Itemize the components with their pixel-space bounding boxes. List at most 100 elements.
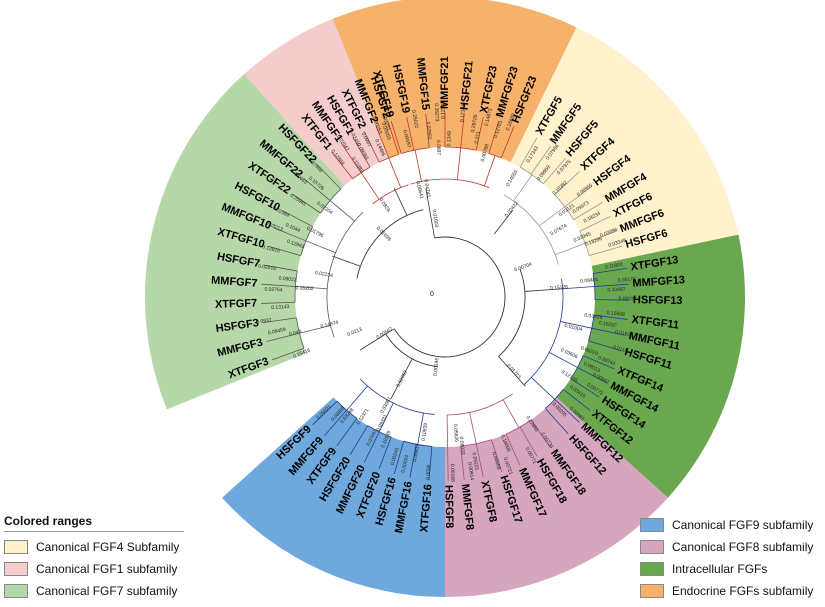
branch-line xyxy=(543,157,567,185)
branch-length-label: 0.12193 xyxy=(441,101,447,119)
branch-length-label: 0.14873 xyxy=(484,108,494,127)
branch-length-label: 0.12163 xyxy=(459,104,467,123)
branch-length-label: 0.03429 xyxy=(584,313,603,321)
branch-line xyxy=(519,137,538,168)
branch-line xyxy=(409,444,417,478)
branch-length-label: 0.08401 xyxy=(580,277,599,285)
branch-line xyxy=(493,210,514,235)
branch-arc xyxy=(326,211,364,338)
branch-line xyxy=(538,206,566,227)
clade-sectors xyxy=(145,0,745,597)
branch-length-label: 0.00704 xyxy=(514,261,533,273)
branch-length-label: 0.00914 xyxy=(466,462,474,481)
branch-line xyxy=(484,155,496,186)
branch-length-label: 0.26273 xyxy=(433,103,440,122)
branch-arc xyxy=(359,378,435,415)
branch-length-label: 0.29726 xyxy=(470,114,479,133)
branch-line xyxy=(341,144,362,173)
branch-length-label: 0.1349 xyxy=(446,131,453,147)
branch-length-label: 0.07674 xyxy=(549,223,568,237)
legend-swatch xyxy=(640,518,664,532)
branch-line xyxy=(331,151,353,180)
branch-line xyxy=(519,426,538,457)
branch-arc xyxy=(372,184,409,205)
branch-arc xyxy=(356,209,424,279)
branch-length-label: 0.02234 xyxy=(314,270,333,279)
branch-length-label: 0.01698 xyxy=(375,226,392,243)
clade-sector-fgf1 xyxy=(244,18,389,186)
branch-line xyxy=(425,113,430,148)
branch-line xyxy=(570,378,600,398)
branch-line xyxy=(332,255,361,267)
branch-line xyxy=(591,327,626,336)
branch-length-label: 0.12052 xyxy=(395,369,409,388)
branch-length-label: 0.16202 xyxy=(295,285,314,292)
legend-label: Canonical FGF9 subfamily xyxy=(672,518,814,532)
branch-arc xyxy=(460,439,492,447)
branch-line xyxy=(292,193,321,214)
branch-line xyxy=(393,188,408,216)
branch-line xyxy=(594,299,629,301)
legend-label: Canonical FGF4 Subfamily xyxy=(36,540,180,554)
branch-line xyxy=(417,412,424,445)
branch-line xyxy=(475,116,484,151)
branch-length-label: 0.01796 xyxy=(305,226,324,239)
branch-line xyxy=(502,399,520,428)
branch-length-label: 0.09221 xyxy=(470,452,479,471)
branch-line xyxy=(428,446,433,481)
branch-line xyxy=(460,113,465,148)
branch-line xyxy=(387,121,400,155)
branch-line xyxy=(549,352,578,368)
branch-line xyxy=(349,425,369,455)
branch-line xyxy=(378,402,394,432)
branch-line xyxy=(554,171,580,195)
legend-label: Canonical FGF8 subfamily xyxy=(672,540,814,554)
legend-swatch xyxy=(640,540,664,554)
branch-line xyxy=(545,408,569,435)
branch-line xyxy=(588,340,622,352)
branch-length-label: 0.03251 xyxy=(380,112,392,131)
branch-line xyxy=(352,137,371,168)
legend-item: Endocrine FGFs subfamily xyxy=(640,580,813,602)
branch-length-label: 0.12761 xyxy=(493,120,504,139)
branch-line xyxy=(475,443,484,478)
branch-length-label: 0.00168 xyxy=(449,464,456,482)
branch-line xyxy=(406,116,415,151)
branch-line xyxy=(579,215,611,232)
branch-length-label: 0.00721 xyxy=(502,457,514,476)
legend-right: Canonical FGF9 subfamily Canonical FGF8 … xyxy=(640,514,813,602)
branch-line xyxy=(488,120,500,154)
branch-line xyxy=(500,126,515,159)
branch-length-label: 0.08033 xyxy=(458,436,466,455)
branch-line xyxy=(263,264,298,272)
branch-line xyxy=(560,321,592,329)
branch-line xyxy=(299,325,331,334)
branch-line xyxy=(271,347,305,361)
branch-line xyxy=(266,332,300,342)
branch-length-label: 0.01923 xyxy=(614,329,633,339)
branch-length-label: 0.02422 xyxy=(504,201,520,219)
branch-arc xyxy=(410,178,490,188)
branch-line xyxy=(375,126,390,159)
branch-length-label: 0.071 xyxy=(474,131,483,145)
clade-sector-fgf8 xyxy=(445,397,668,597)
branch-length-label: 0.01004 xyxy=(564,323,583,333)
legend-swatch xyxy=(640,562,664,576)
branch-arc xyxy=(403,440,432,447)
branch-line xyxy=(359,328,395,351)
branch-line xyxy=(262,317,297,324)
leaf-label: XTFGF7 xyxy=(215,297,258,310)
branch-arc xyxy=(393,236,506,358)
branch-line xyxy=(564,185,593,208)
leaf-label: MMFGF21 xyxy=(439,56,451,109)
legend-label: Endocrine FGFs subfamily xyxy=(672,584,814,598)
branch-line xyxy=(268,245,301,257)
branch-length-label: 0.048 xyxy=(289,329,303,338)
legend-swatch xyxy=(640,584,664,598)
legend-item: Intracellular FGFs xyxy=(640,558,813,580)
legend-item: Canonical FGF8 subfamily xyxy=(640,536,813,558)
clade-sector-intracellular xyxy=(556,234,745,498)
leaf-label: MMFGF15 xyxy=(414,57,431,111)
branch-length-label: 0.15668 xyxy=(606,310,625,318)
legend-swatch xyxy=(4,540,28,554)
